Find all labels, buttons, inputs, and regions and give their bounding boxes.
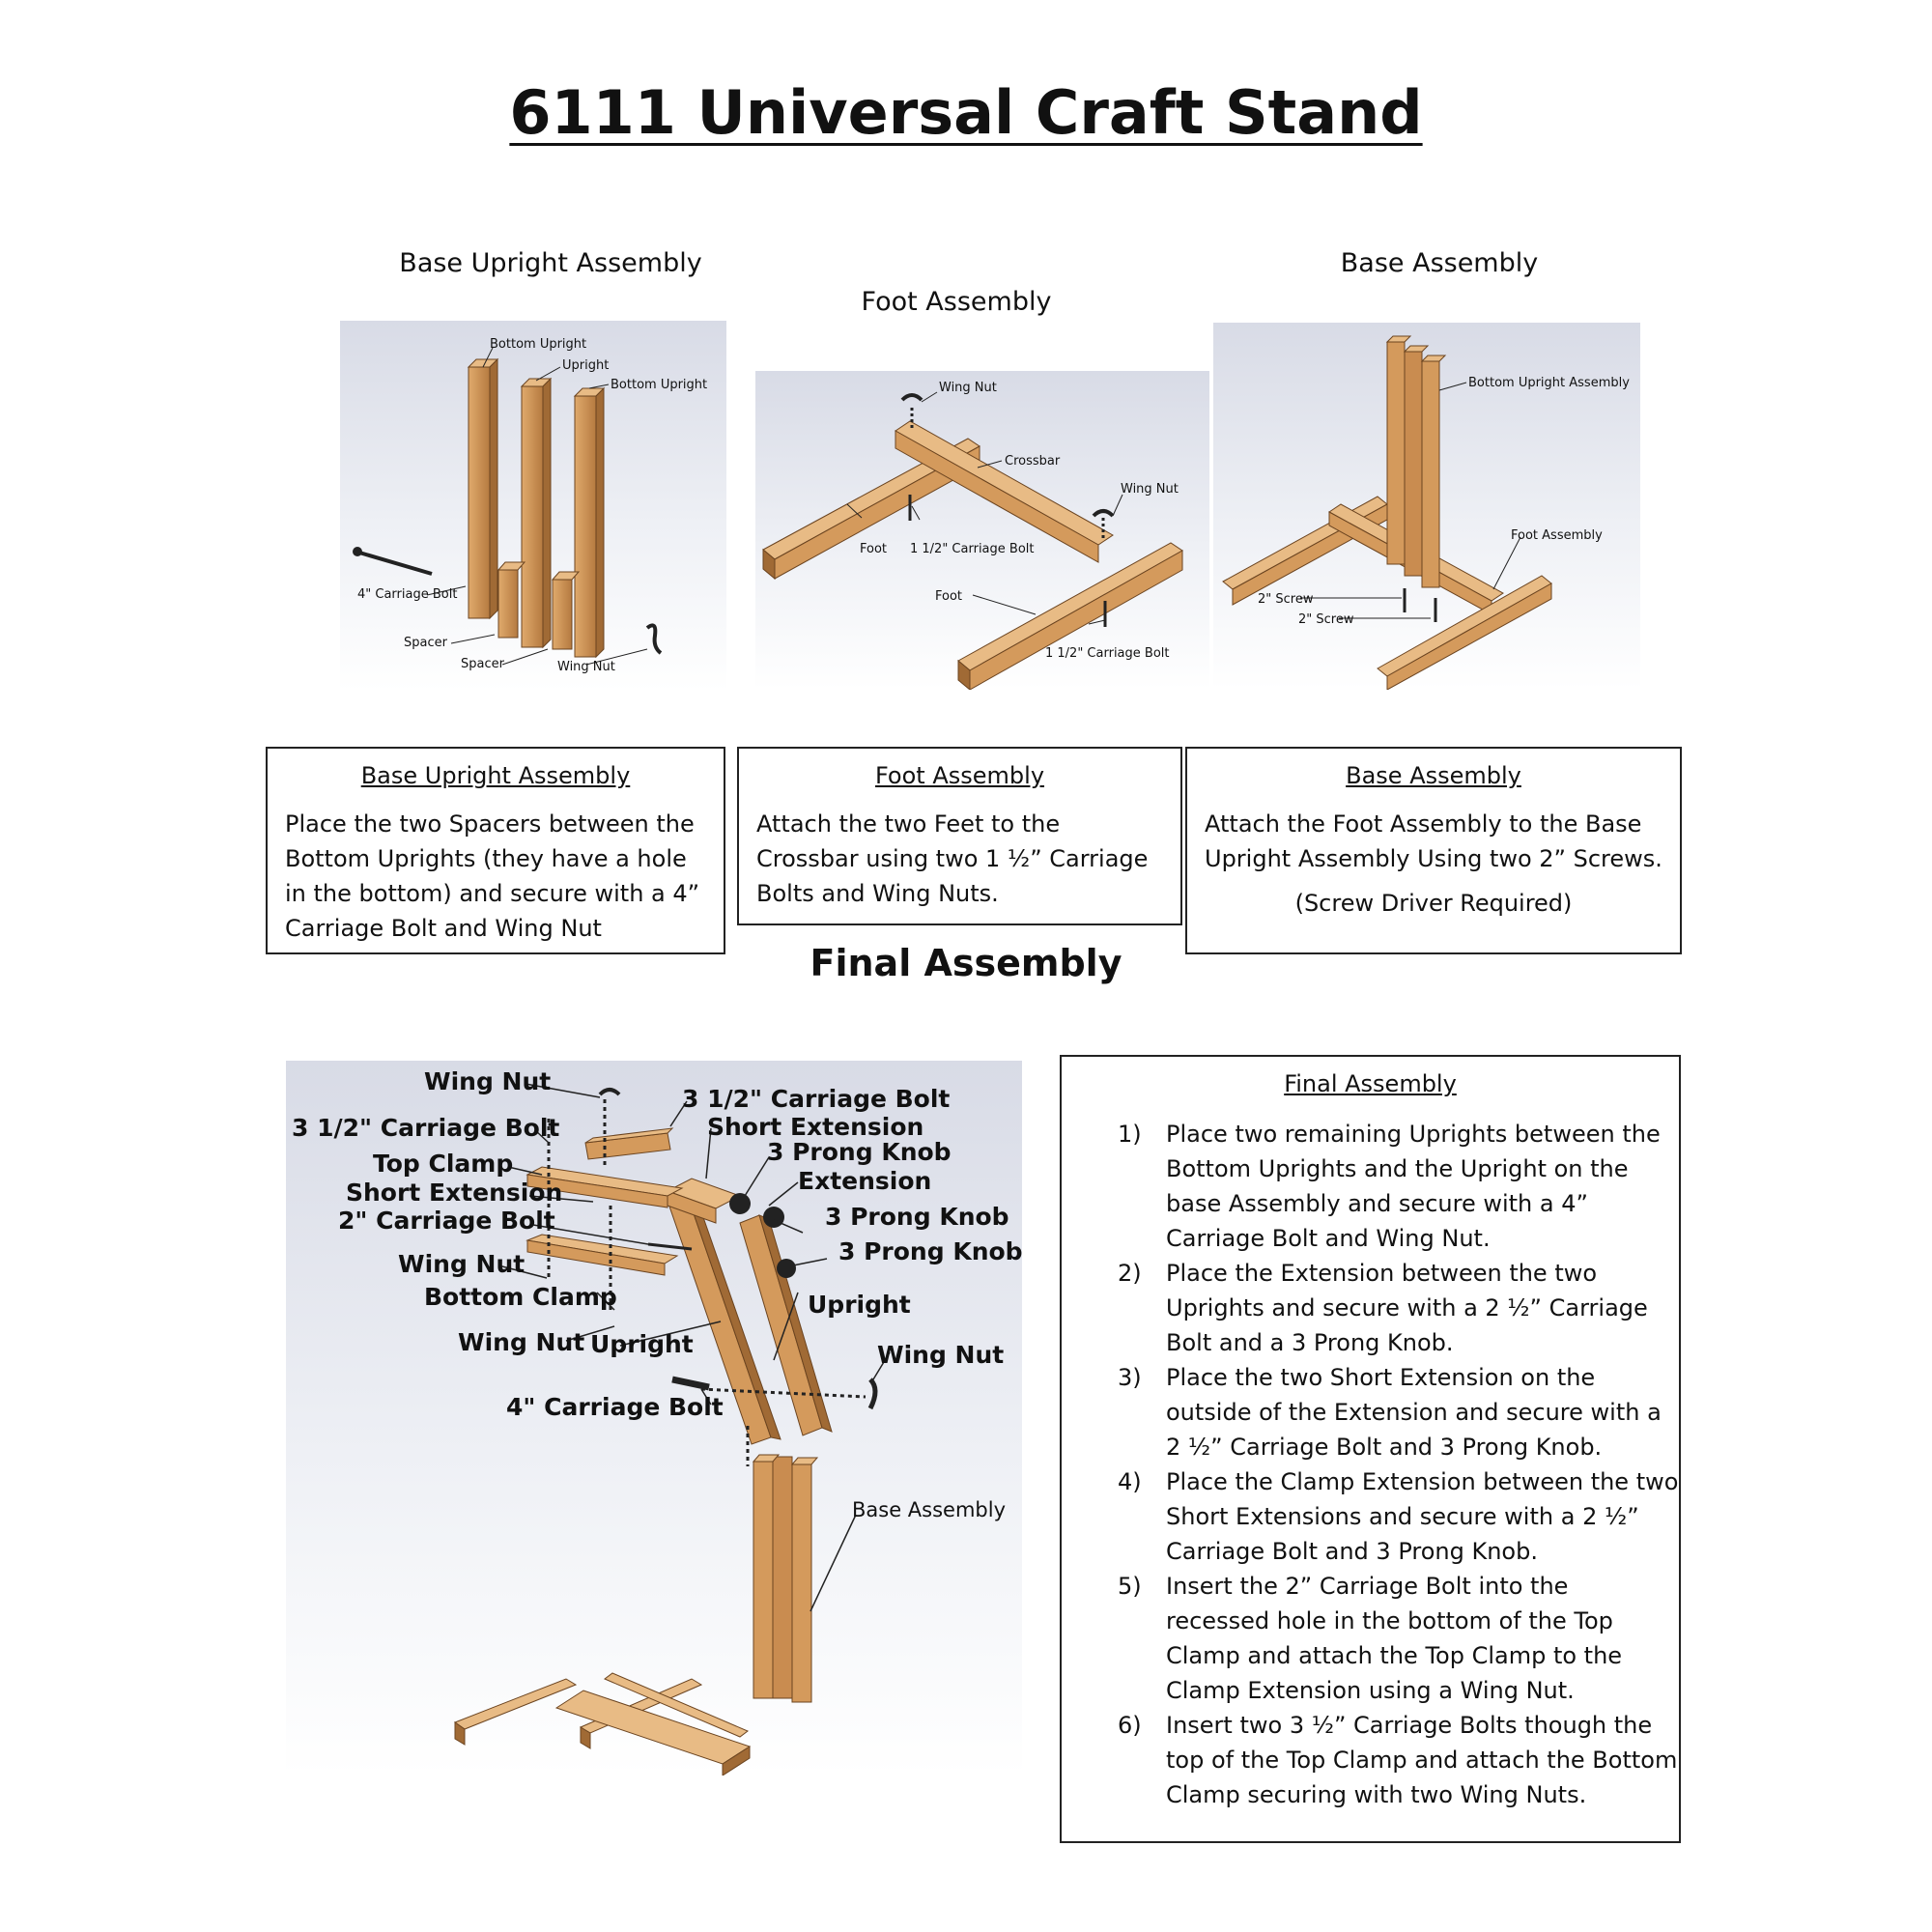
carriage-bolt [353,547,433,576]
prong-knob-icon [729,1193,751,1214]
label: Foot Assembly [1511,528,1603,543]
label: Wing Nut [939,381,997,395]
label: Base Assembly [852,1498,1006,1521]
step-item: 3)Place the two Short Extension on the o… [1118,1364,1662,1461]
bottom-clamp [526,1234,679,1276]
base-upright-diagram: Bottom Upright Upright Bottom Upright 4"… [340,321,726,691]
box-title: Foot Assembly [874,762,1045,789]
label: 1 1/2" Carriage Bolt [1045,646,1169,661]
box-title: Base Upright Assembly [360,762,631,789]
step-item: 4) Place the Clamp Extension between the… [1118,1468,1679,1565]
label: Wing Nut [424,1067,551,1095]
label: 1 1/2" Carriage Bolt [910,542,1034,556]
bottom-upright-right [573,386,606,659]
base-assembly-heading: Base Assembly [1340,248,1539,278]
upright-middle [520,377,553,649]
box-note: (Screw Driver Required) [1294,890,1573,917]
box-title: Base Assembly [1346,762,1521,789]
wing-nut-icon [598,1088,621,1096]
label: Upright [590,1330,694,1358]
label: Wing Nut [398,1250,525,1278]
label: Short Extension [346,1179,562,1207]
label: 3 Prong Knob [838,1237,1022,1265]
label: Upright [808,1291,911,1319]
foot-right [957,542,1183,690]
label: Crossbar [1005,454,1061,469]
prong-knob-icon [777,1259,796,1278]
top-clamp [526,1166,684,1208]
final-assembly-instructions: Final Assembly 1)Place two remaining Upr… [1060,1055,1681,1843]
box-title: Final Assembly [1284,1070,1457,1097]
bottom-upright-left [467,357,499,620]
foot-instructions: Foot Assembly Attach the two Feet to the… [737,747,1182,925]
label: Wing Nut [458,1328,584,1356]
label: 4" Carriage Bolt [506,1393,724,1421]
base-upright-heading: Base Upright Assembly [399,248,702,278]
base-upright-instructions: Base Upright Assembly Place the two Spac… [266,747,725,954]
label: Bottom Upright [490,337,586,352]
label: 2" Carriage Bolt [338,1207,555,1235]
label: Spacer [461,657,505,671]
spacer-left [497,561,526,639]
label: Extension [798,1167,931,1195]
step-item: 5)Insert the 2” Carriage Bolt into the r… [1118,1573,1623,1704]
wing-nut-icon [1092,509,1115,518]
base-assembly [752,1454,819,1703]
box-body: Place the two Spacers between the Bottom… [285,810,700,942]
bottom-upright-assembly [1385,335,1447,588]
prong-knob-icon [763,1207,784,1228]
step-item: 6)Insert two 3 ½” Carriage Bolts though … [1118,1712,1678,1808]
final-assembly-heading: Final Assembly [810,942,1122,984]
foot-left [1222,496,1388,606]
foot-assembly-heading: Foot Assembly [861,287,1052,317]
label: Foot [860,542,887,556]
label: Upright [562,358,609,373]
label: 3 1/2" Carriage Bolt [682,1085,950,1113]
label: 3 Prong Knob [767,1138,952,1166]
step-item: 1)Place two remaining Uprights between t… [1118,1121,1661,1252]
wing-nut-icon [900,393,923,402]
label: 4" Carriage Bolt [357,587,457,602]
base-feet [453,1672,752,1776]
box-body: Attach the Foot Assembly to the Base Upr… [1205,810,1662,872]
label: Wing Nut [557,660,615,674]
label: Spacer [404,636,448,650]
spacer-right [551,571,581,650]
step-item: 2)Place the Extension between the two Up… [1118,1260,1648,1356]
label: 3 Prong Knob [825,1203,1009,1231]
crossbar [895,420,1114,563]
label: Bottom Upright [611,378,707,392]
foot-left [762,438,980,581]
label: Wing Nut [877,1341,1004,1369]
base-instructions: Base Assembly Attach the Foot Assembly t… [1185,747,1682,954]
label: 3 1/2" Carriage Bolt [292,1114,559,1142]
box-body: Attach the two Feet to the Crossbar usin… [756,810,1149,907]
label: 2" Screw [1258,592,1314,607]
label: Short Extension [707,1113,923,1141]
label: Foot [935,589,962,604]
base-assembly-diagram: Bottom Upright Assembly Foot Assembly 2"… [1213,323,1640,690]
wing-nut [645,623,663,655]
wing-nut-icon [867,1378,878,1410]
label: Wing Nut [1121,482,1179,497]
foot-right [1377,575,1552,690]
short-extension [584,1127,674,1160]
foot-assembly-diagram: Wing Nut Crossbar Wing Nut Foot 1 1/2" C… [755,371,1209,690]
label: 2" Screw [1298,612,1354,627]
carriage-bolt-icon [671,1376,710,1391]
label: Top Clamp [373,1150,513,1178]
final-assembly-diagram: Wing Nut 3 1/2" Carriage Bolt 3 1/2" Car… [286,1061,1022,1776]
steps-list: 1)Place two remaining Uprights between t… [1062,1117,1679,1812]
page-title: 6111 Universal Craft Stand [509,77,1423,148]
label: Bottom Clamp [424,1283,617,1311]
label: Bottom Upright Assembly [1468,376,1630,390]
